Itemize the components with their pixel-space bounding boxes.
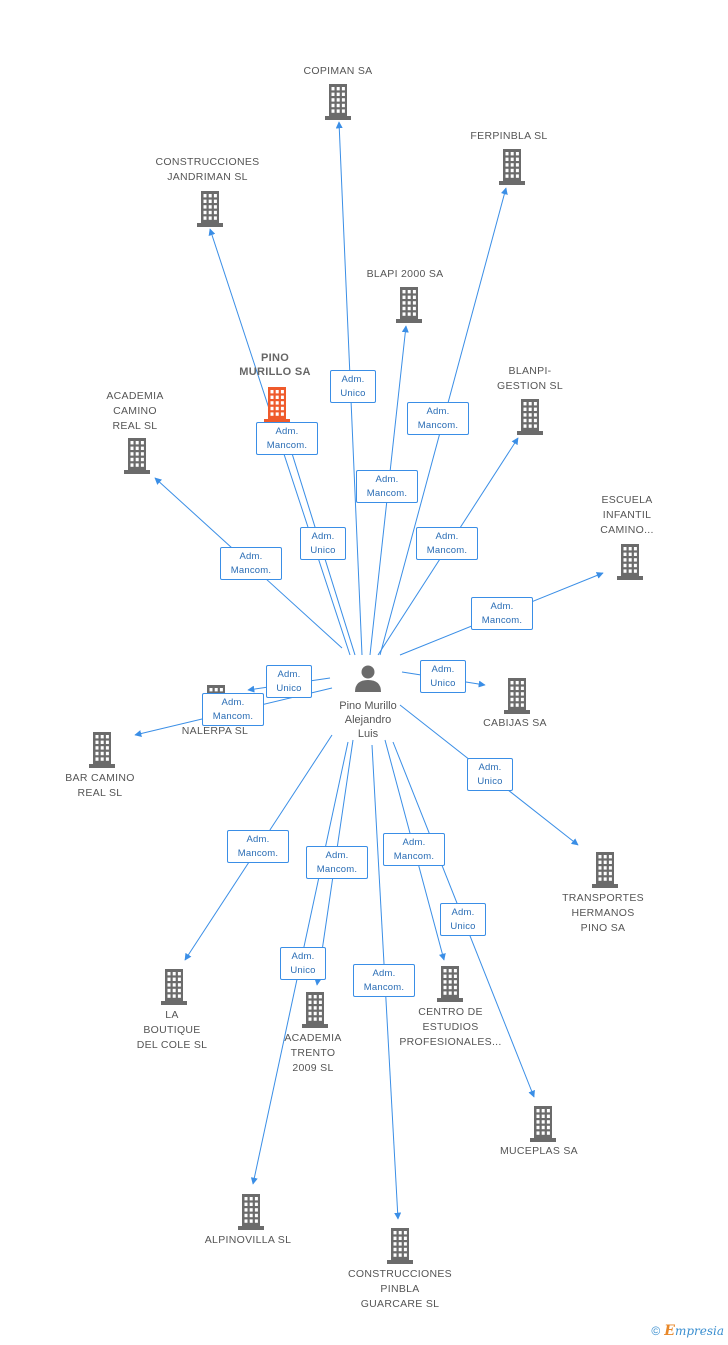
relation-label-blanpi-gestion[interactable]: Adm. Mancom. — [416, 527, 478, 560]
company-icon-wrap[interactable] — [121, 438, 153, 474]
building-icon — [264, 387, 290, 423]
company-name[interactable]: BLANPI- GESTION SL — [496, 365, 563, 392]
company-icon-wrap[interactable] — [393, 287, 425, 323]
company-name[interactable]: COPIMAN SA — [303, 65, 373, 77]
company-name[interactable]: BAR CAMINO REAL SL — [65, 772, 135, 799]
company-name[interactable]: CONSTRUCCIONES PINBLA GUARCARE SL — [348, 1268, 452, 1310]
building-icon — [89, 732, 115, 768]
relation-label-alpinovilla[interactable]: Adm. Unico — [280, 947, 326, 980]
relation-label-escuela-infantil[interactable]: Adm. Mancom. — [471, 597, 533, 630]
company-name[interactable]: CABIJAS SA — [483, 717, 547, 729]
relation-label-nalerpa[interactable]: Adm. Unico — [266, 665, 312, 698]
company-icon-wrap[interactable] — [235, 1194, 267, 1230]
company-name[interactable]: CONSTRUCCIONES JANDRIMAN SL — [155, 156, 260, 183]
company-name[interactable]: ACADEMIA TRENTO 2009 SL — [284, 1032, 342, 1074]
company-name[interactable]: ACADEMIA CAMINO REAL SL — [106, 390, 164, 432]
building-icon — [302, 992, 328, 1028]
company-icon-wrap[interactable] — [194, 191, 226, 227]
company-name[interactable]: TRANSPORTES HERMANOS PINO SA — [562, 892, 644, 934]
company-icon-wrap[interactable] — [514, 399, 546, 435]
company-name[interactable]: CENTRO DE ESTUDIOS PROFESIONALES... — [399, 1006, 502, 1048]
building-icon — [530, 1106, 556, 1142]
person-icon — [355, 665, 381, 692]
building-icon — [499, 149, 525, 185]
relation-label-construcciones-jandriman[interactable]: Adm. Unico — [300, 527, 346, 560]
building-icon — [592, 852, 618, 888]
building-icon — [325, 84, 351, 120]
relation-label-blapi-2000[interactable]: Adm. Mancom. — [356, 470, 418, 503]
relation-label-copiman[interactable]: Adm. Unico — [330, 370, 376, 403]
building-icon — [517, 399, 543, 435]
relation-label-centro-estudios[interactable]: Adm. Mancom. — [383, 833, 445, 866]
company-name[interactable]: ALPINOVILLA SL — [204, 1234, 292, 1246]
empresia-footer[interactable]: ©Empresia — [651, 1323, 724, 1339]
center-person-label: Pino Murillo Alejandro Luis — [339, 700, 397, 740]
copyright-icon: © — [651, 1324, 661, 1338]
relation-label-muceplas[interactable]: Adm. Unico — [440, 903, 486, 936]
relation-label-academia-trento[interactable]: Adm. Mancom. — [306, 846, 368, 879]
company-icon-wrap[interactable] — [614, 544, 646, 580]
building-icon — [197, 191, 223, 227]
brand-initial: E — [664, 1323, 675, 1339]
building-icon — [504, 678, 530, 714]
company-icon-wrap[interactable] — [86, 732, 118, 768]
company-icon-wrap[interactable] — [384, 1228, 416, 1264]
building-icon — [387, 1228, 413, 1264]
relation-label-la-boutique[interactable]: Adm. Mancom. — [227, 830, 289, 863]
building-icon — [161, 969, 187, 1005]
relation-label-academia-camino-real[interactable]: Adm. Mancom. — [220, 547, 282, 580]
relation-label-transportes-hermanos[interactable]: Adm. Unico — [467, 758, 513, 791]
company-name[interactable]: FERPINBLA SL — [470, 130, 548, 142]
building-icon — [124, 438, 150, 474]
company-name[interactable]: PINO MURILLO SA — [239, 352, 311, 378]
company-icon-wrap[interactable] — [434, 966, 466, 1002]
company-name[interactable]: NALERPA SL — [181, 725, 249, 737]
relation-label-construcciones-pinbla[interactable]: Adm. Mancom. — [353, 964, 415, 997]
building-icon — [617, 544, 643, 580]
building-icon — [396, 287, 422, 323]
company-name[interactable]: MUCEPLAS SA — [500, 1145, 578, 1157]
relation-label-pino-murillo[interactable]: Adm. Mancom. — [256, 422, 318, 455]
relation-label-cabijas[interactable]: Adm. Unico — [420, 660, 466, 693]
brand-name: mpresia — [674, 1324, 724, 1338]
company-name[interactable]: LA BOUTIQUE DEL COLE SL — [136, 1009, 208, 1051]
company-icon-wrap[interactable] — [501, 678, 533, 714]
company-icon-wrap[interactable] — [158, 969, 190, 1005]
company-icon-wrap[interactable] — [322, 84, 354, 120]
relation-label-bar-camino-real[interactable]: Adm. Mancom. — [202, 693, 264, 726]
company-icon-wrap[interactable] — [261, 387, 293, 423]
building-icon — [238, 1194, 264, 1230]
relation-label-ferpinbla[interactable]: Adm. Mancom. — [407, 402, 469, 435]
company-name[interactable]: BLAPI 2000 SA — [366, 268, 444, 280]
company-icon-wrap[interactable] — [589, 852, 621, 888]
company-icon-wrap[interactable] — [527, 1106, 559, 1142]
building-icon — [437, 966, 463, 1002]
company-name[interactable]: ESCUELA INFANTIL CAMINO... — [600, 494, 654, 536]
company-icon-wrap[interactable] — [496, 149, 528, 185]
company-icon-wrap[interactable] — [299, 992, 331, 1028]
